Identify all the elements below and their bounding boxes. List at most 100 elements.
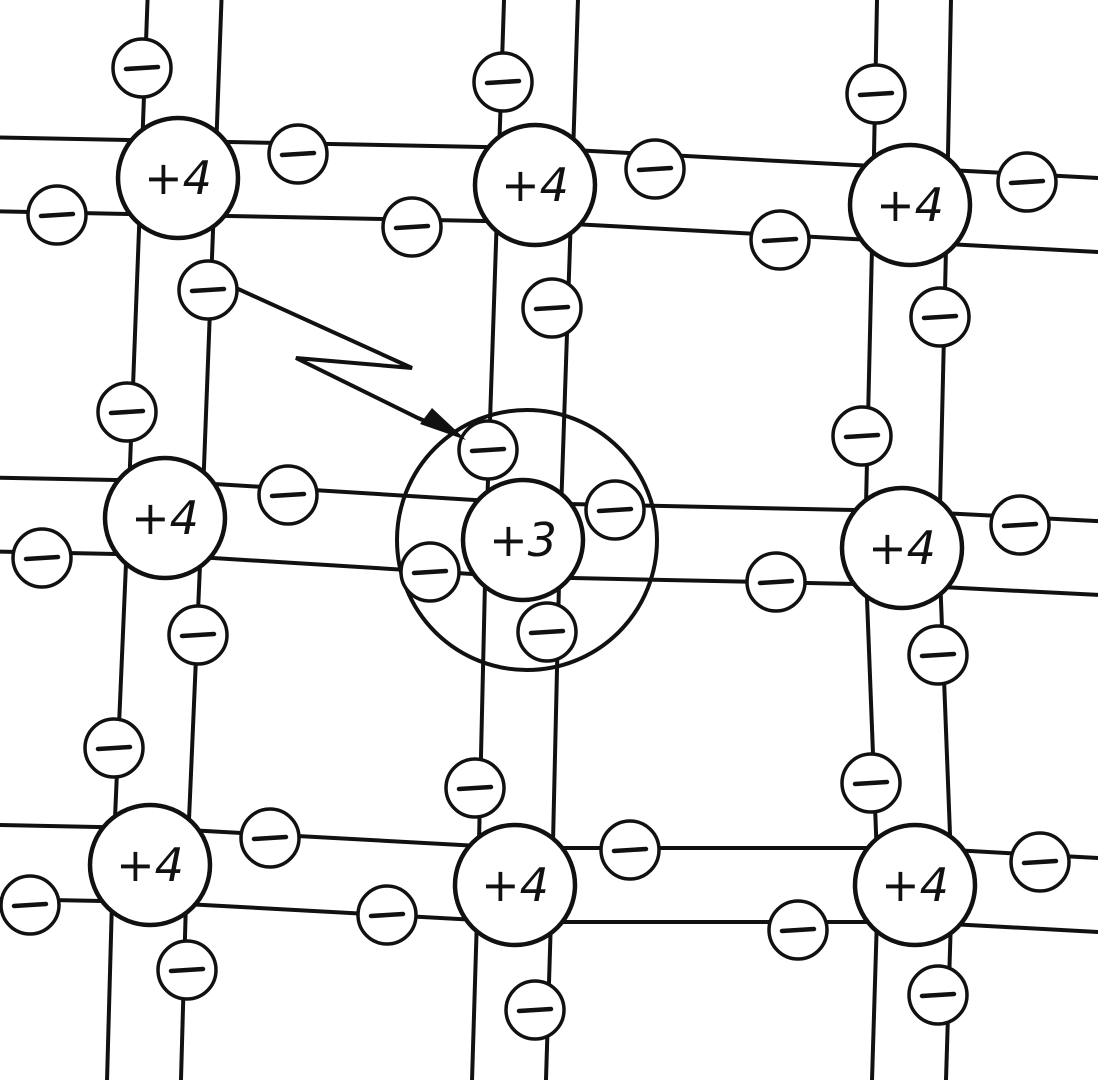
minus-sign — [179, 631, 217, 639]
electron-1 — [26, 184, 88, 246]
electron-25 — [0, 874, 61, 936]
minus-sign — [757, 578, 795, 586]
nucleus-n-2-1: +4 — [452, 822, 578, 948]
nucleus-circle — [839, 485, 965, 611]
electron-22 — [989, 494, 1051, 556]
nucleus-charge-label: +4 — [481, 858, 549, 912]
electron-0 — [111, 37, 173, 99]
electron-14 — [257, 464, 319, 526]
minus-sign — [393, 223, 431, 231]
electron-31 — [504, 979, 566, 1041]
minus-sign — [95, 744, 133, 752]
nucleus-circle — [102, 455, 228, 581]
minus-sign — [636, 165, 674, 173]
minus-sign — [123, 64, 161, 72]
electron-2 — [267, 123, 329, 185]
electron-20 — [831, 405, 893, 467]
nucleus-circle — [460, 477, 586, 603]
nucleus-n-1-1: +3 — [460, 477, 586, 603]
minus-sign — [189, 286, 227, 294]
minus-sign — [251, 834, 289, 842]
minus-sign — [596, 506, 634, 514]
minus-sign — [761, 236, 799, 244]
electron-transfer-arrow — [235, 286, 466, 440]
electron-28 — [444, 757, 506, 819]
nucleus-circle — [472, 122, 598, 248]
electron-4 — [472, 51, 534, 113]
electron-6 — [624, 138, 686, 200]
minus-sign — [857, 90, 895, 98]
minus-sign — [108, 408, 146, 416]
electron-10 — [996, 151, 1058, 213]
minus-sign — [368, 911, 406, 919]
electron-26 — [239, 807, 301, 869]
minus-sign — [528, 628, 566, 636]
nucleus-n-2-0: +4 — [87, 802, 213, 928]
nuclei: +4 +4 +4 +4 +3 +4 +4 +4 +4 — [87, 115, 978, 948]
electron-32 — [840, 752, 902, 814]
electron-34 — [1009, 831, 1071, 893]
minus-sign — [23, 554, 61, 562]
minus-sign — [1001, 521, 1039, 529]
nucleus-n-1-0: +4 — [102, 455, 228, 581]
minus-sign — [516, 1006, 554, 1014]
minus-sign — [919, 991, 957, 999]
minus-sign — [843, 432, 881, 440]
nucleus-circle — [452, 822, 578, 948]
nucleus-circle — [115, 115, 241, 241]
nucleus-charge-label: +4 — [881, 858, 949, 912]
electron-13 — [11, 527, 73, 589]
nucleus-circle — [847, 142, 973, 268]
impurity-shell-circle — [395, 408, 659, 672]
electron-23 — [907, 624, 969, 686]
electrons — [0, 37, 1071, 1041]
minus-sign — [921, 313, 959, 321]
nucleus-n-2-2: +4 — [852, 822, 978, 948]
electron-11 — [909, 286, 971, 348]
electron-21 — [745, 551, 807, 613]
minus-sign — [852, 779, 890, 787]
electron-17 — [399, 541, 461, 603]
nucleus-charge-label: +4 — [144, 151, 212, 205]
electron-16 — [457, 419, 519, 481]
electron-8 — [845, 63, 907, 125]
nucleus-charge-label: +4 — [116, 838, 184, 892]
minus-sign — [919, 651, 957, 659]
electron-9 — [749, 209, 811, 271]
nucleus-circle — [87, 802, 213, 928]
electron-33 — [767, 899, 829, 961]
electron-29 — [356, 884, 418, 946]
electron-5 — [381, 196, 443, 258]
nucleus-charge-label: +4 — [501, 158, 569, 212]
minus-sign — [611, 846, 649, 854]
minus-sign — [269, 491, 307, 499]
minus-sign — [533, 304, 571, 312]
electron-24 — [83, 717, 145, 779]
electron-15 — [167, 604, 229, 666]
minus-sign — [1008, 178, 1046, 186]
nucleus-n-0-1: +4 — [472, 122, 598, 248]
electron-12 — [96, 381, 158, 443]
nucleus-n-1-2: +4 — [839, 485, 965, 611]
minus-sign — [168, 966, 206, 974]
minus-sign — [1021, 858, 1059, 866]
electron-19 — [516, 601, 578, 663]
minus-sign — [11, 901, 49, 909]
minus-sign — [279, 150, 317, 158]
minus-sign — [469, 446, 507, 454]
minus-sign — [411, 568, 449, 576]
minus-sign — [456, 784, 494, 792]
arrowhead-icon — [420, 408, 466, 440]
nucleus-charge-label: +4 — [868, 521, 936, 575]
nucleus-n-0-0: +4 — [115, 115, 241, 241]
nucleus-charge-label: +3 — [489, 513, 557, 567]
minus-sign — [38, 211, 76, 219]
minus-sign — [779, 926, 817, 934]
electron-7 — [521, 277, 583, 339]
nucleus-circle — [852, 822, 978, 948]
electron-27 — [156, 939, 218, 1001]
nucleus-n-0-2: +4 — [847, 142, 973, 268]
minus-sign — [484, 78, 522, 86]
electron-3 — [177, 259, 239, 321]
